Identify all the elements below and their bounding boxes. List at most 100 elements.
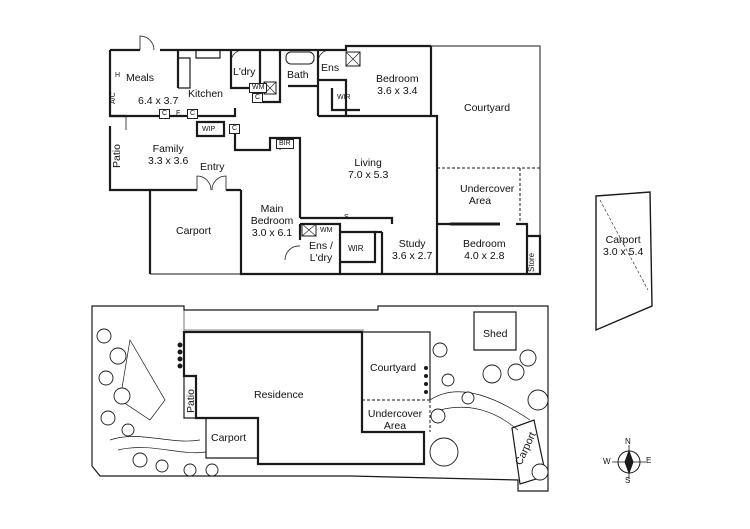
label-f: F <box>176 110 181 117</box>
label-h: H <box>115 72 121 79</box>
room-bath: Bath <box>287 69 309 81</box>
shower-cross <box>345 51 361 67</box>
site-shed <box>473 311 517 351</box>
site-carport <box>205 417 259 459</box>
site-undercover-label: Undercover Area <box>367 408 423 432</box>
door-swing-bath <box>317 49 331 63</box>
room-ens-ldry: Ens / L'dry <box>309 240 333 264</box>
room-bedroom2-dims: 4.0 x 2.8 <box>464 250 505 262</box>
room-bedroom1-name: Bedroom <box>376 73 419 85</box>
room-family: Family 3.3 x 3.6 <box>148 143 188 167</box>
room-meals: Meals <box>126 72 154 84</box>
compass-s: S <box>625 476 631 485</box>
compass-n: N <box>625 437 631 446</box>
room-courtyard: Courtyard <box>464 102 511 114</box>
site-courtyard-label: Courtyard <box>370 362 417 374</box>
site-garden-path <box>109 436 207 454</box>
label-c2: C <box>187 109 199 119</box>
door-swing-meals <box>139 35 155 51</box>
site-patio <box>183 375 197 419</box>
site-shed-label: Shed <box>483 328 508 340</box>
room-living-name: Living <box>354 157 382 169</box>
room-study-dims: 3.6 x 2.7 <box>392 250 433 262</box>
room-undercover: Undercover Area <box>460 183 515 207</box>
room-bedroom1-dims: 3.6 x 3.4 <box>377 85 418 97</box>
room-carport-detached-name: Carport <box>605 234 641 246</box>
wall-living-south <box>300 216 394 224</box>
room-meals-dims: 6.4 x 3.7 <box>138 95 179 107</box>
label-wm-lower: WM <box>320 227 333 234</box>
wall-wir2 <box>340 230 377 264</box>
courtyard-boundary <box>431 45 541 236</box>
site-inner-fence <box>183 310 364 331</box>
site-courtyard <box>362 331 431 400</box>
room-bedroom2-name: Bedroom <box>463 238 506 250</box>
site-carport-label: Carport <box>211 432 247 444</box>
room-patio: Patio <box>111 144 123 168</box>
room-main-bedroom: Main Bedroom 3.0 x 6.1 <box>249 203 295 239</box>
label-wir1: WIR <box>337 94 351 101</box>
residence-outline <box>182 330 426 466</box>
shower-box <box>345 51 361 67</box>
room-laundry: L'dry <box>233 66 256 78</box>
wm-cross-lower <box>301 223 317 237</box>
wall-ensuite <box>318 78 348 116</box>
label-c-wm: C <box>252 93 264 103</box>
wall-family-east <box>233 130 302 152</box>
room-meals-name: Meals <box>126 72 155 84</box>
door-swing-entry <box>196 175 227 191</box>
site-driveway-curve <box>429 391 531 421</box>
side-carport-hatch <box>599 199 649 291</box>
room-wir2: WIR <box>348 244 364 253</box>
wall-wir1 <box>330 88 360 112</box>
bath-tub <box>285 51 315 65</box>
room-bedroom1: Bedroom 3.6 x 3.4 <box>376 73 419 97</box>
outer-wall-north <box>110 44 431 52</box>
room-ensuite: Ens <box>321 62 340 74</box>
wall-wip <box>195 120 226 138</box>
compass-w: W <box>603 457 611 466</box>
wm-box-lower <box>301 223 317 237</box>
room-kitchen: Kitchen <box>188 88 224 100</box>
room-store: Store <box>527 252 536 272</box>
label-ac: A/C <box>110 92 117 104</box>
room-family-dims: 3.3 x 3.6 <box>148 155 189 167</box>
label-c3: C <box>229 124 241 134</box>
site-garden-bed <box>119 338 166 421</box>
site-trees <box>96 328 549 481</box>
room-main-bedroom-name: Main Bedroom <box>250 203 294 227</box>
outer-wall-east-upper <box>429 46 439 225</box>
site-patio-label: Patio <box>185 389 197 413</box>
door-swing-ens-ldry <box>284 245 301 261</box>
room-carport: Carport <box>176 225 212 237</box>
room-study: Study 3.6 x 2.7 <box>392 238 432 262</box>
room-living-dims: 7.0 x 5.3 <box>348 169 389 181</box>
room-study-name: Study <box>398 238 426 250</box>
site-residence-label: Residence <box>254 389 304 401</box>
label-wm-upper: WM <box>249 83 268 93</box>
label-s: S <box>344 214 349 221</box>
wall-bedroom2 <box>437 234 542 276</box>
compass-rose <box>612 445 646 479</box>
wall-kitchen-family <box>110 108 237 118</box>
compass-e: E <box>646 456 652 465</box>
room-entry: Entry <box>200 161 225 173</box>
room-main-bedroom-dims: 3.0 x 6.1 <box>251 227 293 239</box>
label-bir: BIR <box>276 139 294 149</box>
wall-bed2-top <box>437 222 529 236</box>
room-living: Living 7.0 x 5.3 <box>348 157 388 181</box>
window-bedroom2 <box>450 222 500 226</box>
wall-study <box>380 225 439 276</box>
site-path-curve <box>439 406 519 431</box>
side-carport-outline <box>595 191 653 332</box>
door-swing-ldry <box>230 49 244 63</box>
label-c1: C <box>159 109 171 119</box>
site-shrubs <box>177 342 428 394</box>
room-carport-detached-dims: 3.0 x 5.4 <box>603 246 644 258</box>
room-carport-detached: Carport 3.0 x 5.4 <box>603 234 643 258</box>
kitchen-bench <box>178 50 221 89</box>
room-bedroom2: Bedroom 4.0 x 2.8 <box>463 238 506 262</box>
site-undercover-dashed <box>362 399 431 432</box>
